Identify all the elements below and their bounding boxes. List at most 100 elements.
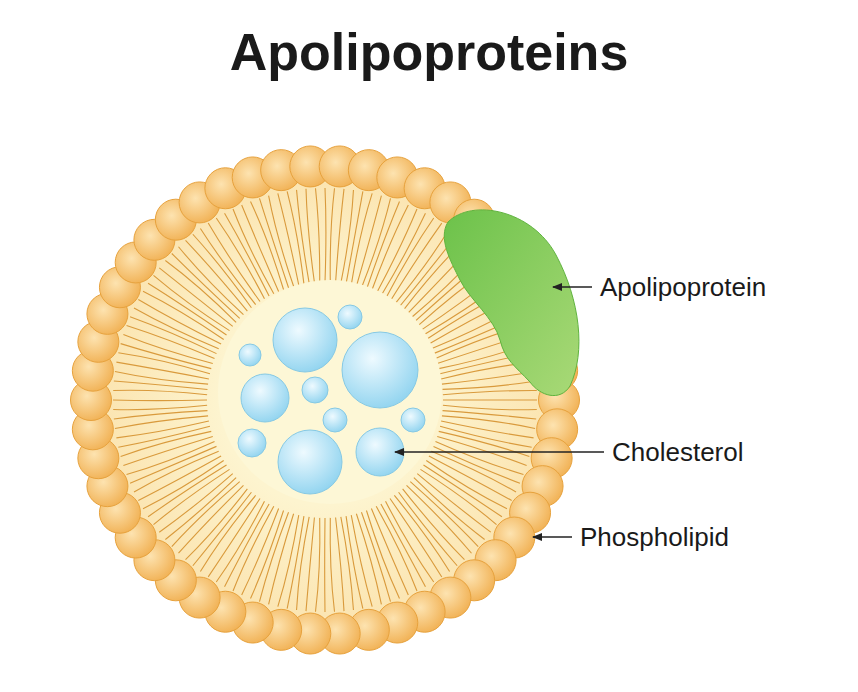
lipid-tail — [437, 436, 526, 465]
lipid-tail — [420, 469, 496, 524]
lipid-tail — [165, 261, 236, 323]
part-label: Phospholipid — [580, 522, 729, 553]
cholesterol-sphere — [401, 408, 425, 432]
lipid-tail — [148, 283, 226, 335]
lipid-tail — [251, 202, 284, 290]
lipid-tail — [381, 504, 426, 587]
lipid-tail — [138, 300, 221, 345]
lipid-tail — [148, 465, 226, 517]
lipid-tail — [440, 426, 532, 447]
lipid-tail — [306, 189, 314, 283]
leader-line — [395, 451, 604, 452]
cholesterol-spheres — [238, 305, 425, 494]
lipid-tail — [118, 426, 210, 447]
lipid-tail — [431, 451, 516, 492]
lipid-tail — [371, 509, 408, 595]
lipid-tail — [443, 381, 537, 389]
core — [218, 280, 442, 504]
lipid-tail — [443, 390, 537, 394]
lipid-tail — [115, 416, 208, 429]
lipid-tail — [394, 228, 449, 304]
lipid-tail — [127, 441, 215, 474]
lipid-tail — [116, 421, 208, 438]
lipid-tail — [366, 510, 399, 598]
lipid-tail — [225, 504, 270, 587]
lipid-tail — [233, 506, 274, 591]
cholesterol-sphere — [239, 344, 261, 366]
lipid-tail — [172, 482, 240, 547]
lipid-tail — [417, 474, 490, 533]
lipid-tail — [242, 509, 279, 595]
lipid-tail — [336, 518, 344, 612]
lipid-tail — [443, 411, 537, 419]
lipid-tail — [390, 223, 442, 301]
lipid-tail — [121, 344, 212, 369]
lipid-tail — [130, 446, 216, 483]
lipid-tail — [351, 515, 372, 607]
lipid-tail — [113, 390, 207, 394]
lipid-tail — [443, 405, 537, 410]
lipid-tail — [351, 193, 372, 285]
lipid-tail — [193, 492, 252, 565]
part-label: Apolipoprotein — [600, 272, 766, 303]
lipid-tail — [159, 474, 232, 533]
leader-line — [553, 286, 592, 287]
lipid-tail — [315, 188, 319, 282]
apolipoprotein-shape — [444, 210, 579, 396]
lipid-tail — [114, 381, 208, 389]
lipid-tail — [172, 253, 240, 318]
cholesterol-sphere — [278, 430, 342, 494]
lipid-tail — [315, 518, 319, 612]
lipid-tail — [423, 465, 501, 517]
lipid-tail — [178, 485, 243, 553]
phospholipid-heads — [71, 146, 580, 654]
lipid-tail — [356, 196, 381, 287]
lipid-tail — [297, 517, 310, 610]
lipid-tail — [113, 405, 207, 409]
lipid-tail — [287, 191, 304, 283]
leader-line — [533, 536, 572, 537]
lipid-tail — [306, 518, 314, 612]
lipid-tail — [178, 247, 243, 315]
lipid-tail — [330, 518, 334, 612]
lipid-tail — [251, 510, 284, 598]
lipid-tail — [330, 188, 334, 282]
lipid-tail — [134, 308, 219, 349]
lipid-tail — [114, 411, 208, 419]
cholesterol-sphere — [273, 308, 337, 372]
lipid-tail — [336, 189, 344, 283]
lipid-tail — [366, 202, 399, 290]
lipid-tail — [153, 275, 229, 330]
lipid-tail — [407, 485, 472, 553]
lipid-tail — [361, 512, 390, 601]
cholesterol-sphere — [323, 408, 347, 432]
lipid-tail — [371, 205, 408, 291]
diagram-title: Apolipoproteins — [0, 22, 858, 82]
lipid-tail — [324, 518, 325, 612]
lipid-tail — [414, 478, 485, 540]
lipid-tail — [376, 209, 417, 294]
cholesterol-sphere — [342, 332, 418, 408]
lipid-tail — [186, 489, 248, 560]
lipid-tail — [115, 372, 208, 385]
lipid-tail — [386, 218, 434, 299]
lipid-tail — [324, 188, 326, 282]
lipid-tail — [143, 461, 224, 509]
lipid-tail — [376, 506, 417, 591]
lipid-tail — [341, 190, 354, 283]
lipid-tail — [410, 482, 478, 547]
lipid-tail — [200, 495, 255, 571]
cholesterol-sphere — [338, 305, 362, 329]
lipid-tail — [443, 399, 537, 400]
cholesterol-sphere — [238, 429, 266, 457]
lipid-tail — [278, 193, 299, 285]
lipid-tail — [165, 478, 236, 540]
lipid-tail — [233, 209, 274, 294]
lipid-tail — [386, 501, 434, 582]
lipid-tail — [127, 326, 215, 359]
lipid-tail — [442, 416, 535, 429]
lipid-tail — [123, 334, 212, 363]
lipid-tail — [216, 501, 264, 582]
lipid-tail — [216, 218, 264, 299]
